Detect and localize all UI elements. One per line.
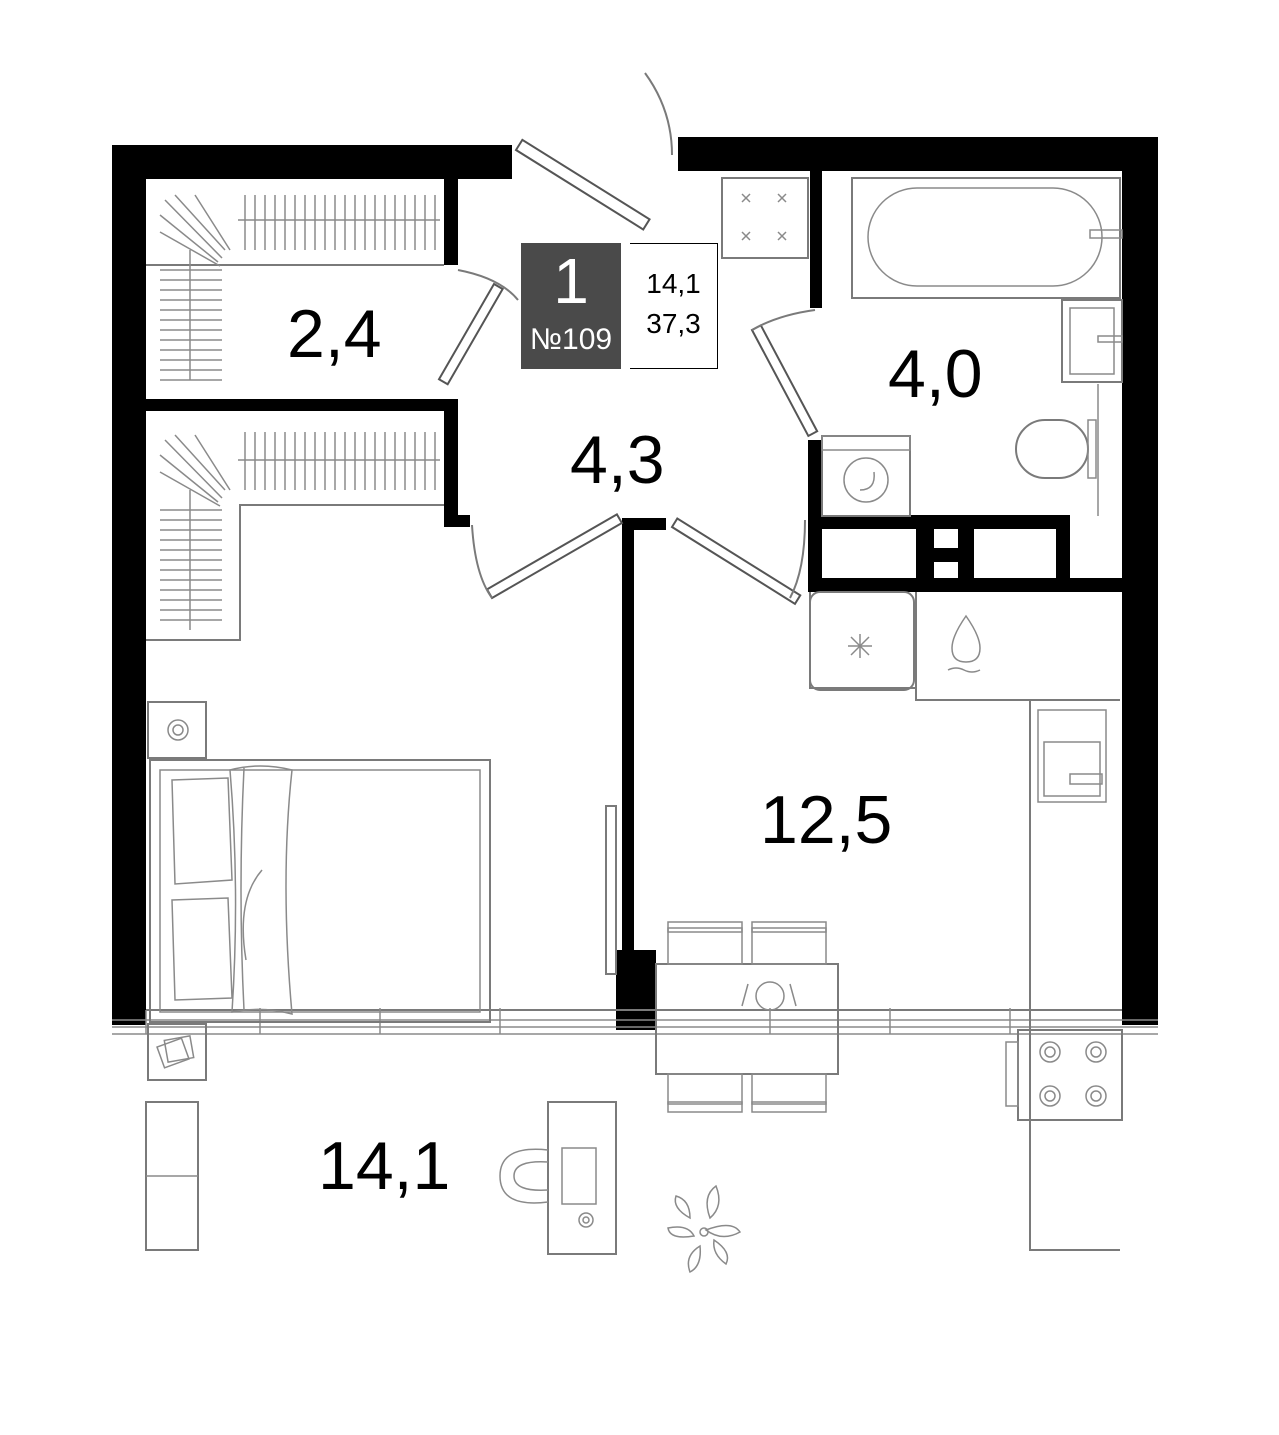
area-label-hallway: 4,3 bbox=[570, 422, 665, 498]
wall-column bbox=[616, 950, 656, 1030]
sink bbox=[1037, 709, 1107, 803]
burners bbox=[1039, 1041, 1107, 1107]
wall-duct-bottom bbox=[808, 578, 1148, 592]
desk bbox=[547, 1101, 617, 1255]
dining-table bbox=[655, 963, 839, 1075]
bathtub bbox=[867, 187, 1103, 287]
area-label-kitchen: 12,5 bbox=[760, 782, 893, 858]
wall-bath-left-bottom bbox=[808, 440, 822, 520]
blanket bbox=[229, 765, 293, 1016]
living-area: 14,1 bbox=[646, 268, 701, 299]
nightstand-top bbox=[147, 701, 207, 759]
apartment-number: №109 bbox=[529, 323, 613, 356]
bed-mattress bbox=[159, 769, 481, 1013]
entrance-door-leaf bbox=[514, 138, 651, 231]
wardrobe-door-leaf bbox=[437, 282, 505, 386]
laptop bbox=[561, 1147, 597, 1205]
bathroom-fixtures bbox=[821, 177, 1123, 517]
chair-2 bbox=[751, 927, 827, 965]
kitchen-door-leaf bbox=[670, 517, 802, 606]
area-summary: 14,1 37,3 bbox=[630, 243, 718, 369]
walls bbox=[112, 137, 1158, 1030]
area-label-bathroom: 4,0 bbox=[888, 336, 983, 412]
wall-hall-stub-left bbox=[444, 515, 470, 527]
wall-duct-mid1 bbox=[916, 515, 934, 592]
wall-partition bbox=[622, 518, 634, 958]
wall-wardrobe-bottom bbox=[146, 399, 458, 411]
entry-cabinet bbox=[721, 177, 809, 259]
total-area: 37,3 bbox=[646, 308, 701, 339]
wall-top-right bbox=[678, 137, 1158, 171]
bedroom-door-leaf bbox=[485, 512, 624, 600]
area-label-bedroom: 14,1 bbox=[318, 1128, 451, 1204]
area-label-wardrobe: 2,4 bbox=[287, 296, 382, 372]
pillow-top bbox=[171, 777, 233, 885]
hangers-top-row bbox=[244, 195, 436, 250]
fridge bbox=[809, 591, 915, 691]
plant-icon bbox=[667, 1184, 742, 1274]
wall-hall-left bbox=[444, 399, 458, 519]
pillow-bottom bbox=[171, 897, 233, 1001]
wall-wardrobe-right bbox=[444, 170, 458, 265]
windows bbox=[112, 1008, 1158, 1035]
wall-left bbox=[112, 145, 146, 1025]
wall-duct-right bbox=[1056, 515, 1070, 592]
wardrobe-bedroom bbox=[146, 432, 444, 641]
wall-bath-left-top bbox=[810, 170, 822, 308]
bedroom-furniture bbox=[145, 701, 617, 1255]
wardrobe-top bbox=[146, 194, 444, 381]
wall-duct-left bbox=[808, 515, 822, 592]
doors bbox=[437, 72, 819, 606]
apartment-badge: 1 №109 bbox=[521, 243, 621, 369]
wall-duct bbox=[808, 515, 1070, 529]
nightstand-bottom bbox=[147, 1023, 207, 1081]
chair-3 bbox=[667, 1073, 743, 1105]
washing-machine bbox=[821, 435, 911, 517]
hangers-bedroom-col bbox=[159, 434, 231, 621]
desk-chair bbox=[499, 1148, 549, 1204]
kitchen-furniture bbox=[655, 591, 1123, 1274]
wall-duct-cross bbox=[930, 548, 970, 562]
room-count: 1 bbox=[553, 245, 589, 317]
tv-panel bbox=[605, 805, 617, 975]
hangers-bedroom-row bbox=[244, 432, 436, 490]
bath-door-leaf bbox=[750, 323, 819, 438]
hangers-top-col bbox=[159, 194, 231, 381]
toilet bbox=[1015, 419, 1089, 479]
cooktop bbox=[1017, 1029, 1123, 1121]
water-drop-icon bbox=[951, 614, 981, 663]
bed-frame bbox=[149, 759, 491, 1023]
chair-4 bbox=[751, 1073, 827, 1105]
chair-1 bbox=[667, 927, 743, 965]
washbasin bbox=[1061, 299, 1123, 383]
